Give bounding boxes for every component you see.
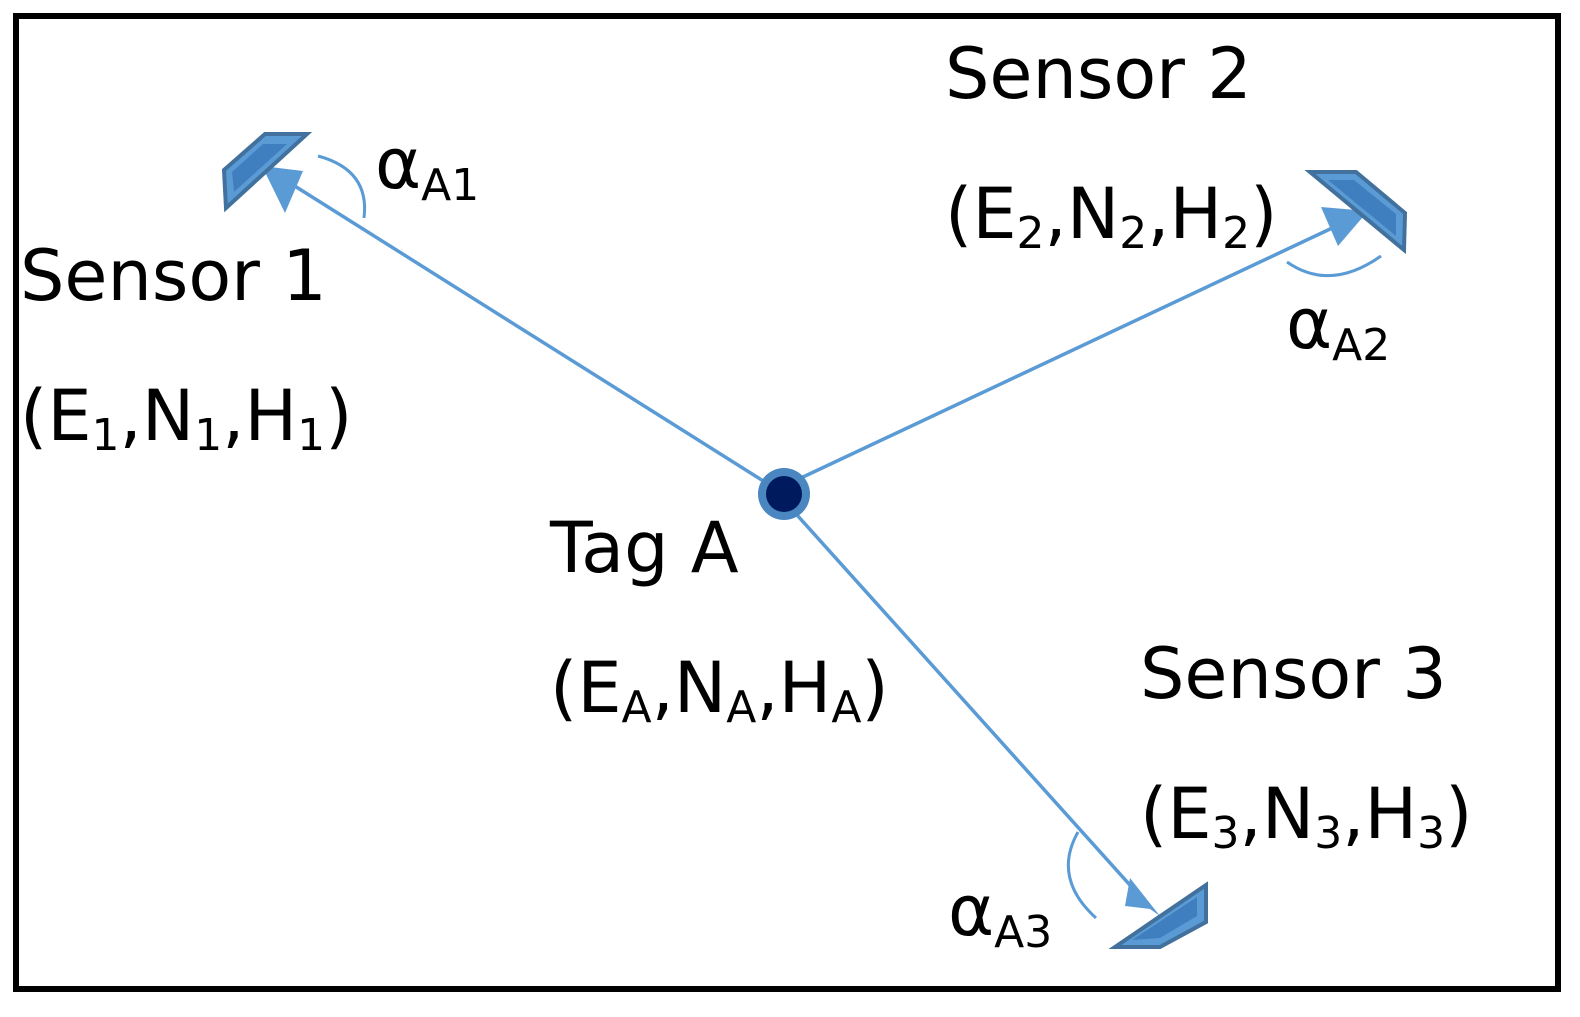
- angle-label-a2: αA2: [1286, 283, 1390, 371]
- tag-a-marker: [758, 468, 810, 520]
- tag-a-name: Tag A: [549, 507, 739, 589]
- sensor-3-name: Sensor 3: [1140, 633, 1447, 715]
- ray-to-sensor-3: [786, 503, 1140, 896]
- sensor-1-coordinates: (E1,N1,H1): [20, 375, 352, 461]
- ray-to-sensor-2: [785, 220, 1346, 487]
- arrowhead-sensor-2: [1321, 207, 1368, 246]
- angle-label-a3: αA3: [948, 870, 1052, 958]
- angle-label-a1: αA1: [375, 123, 479, 211]
- angle-arc-a3: [1066, 831, 1098, 920]
- arrowhead-sensor-3: [1125, 878, 1160, 916]
- sensor-1-icon: [221, 132, 313, 213]
- angle-arc-a1: [317, 154, 367, 219]
- sensor-2-name: Sensor 2: [945, 33, 1252, 115]
- diagram-frame: [13, 13, 1561, 992]
- tag-a-coordinates: (EA,NA,HA): [550, 647, 889, 733]
- ray-to-sensor-1: [281, 176, 785, 496]
- sensor-2-coordinates: (E2,N2,H2): [945, 173, 1277, 259]
- arrowhead-sensor-1: [262, 166, 303, 213]
- sensor-1-name: Sensor 1: [20, 235, 327, 317]
- sensor-3-icon: [1108, 881, 1208, 949]
- angle-arc-a2: [1286, 254, 1382, 278]
- sensor-3-coordinates: (E3,N3,H3): [1140, 773, 1472, 859]
- sensor-2-icon: [1304, 170, 1408, 255]
